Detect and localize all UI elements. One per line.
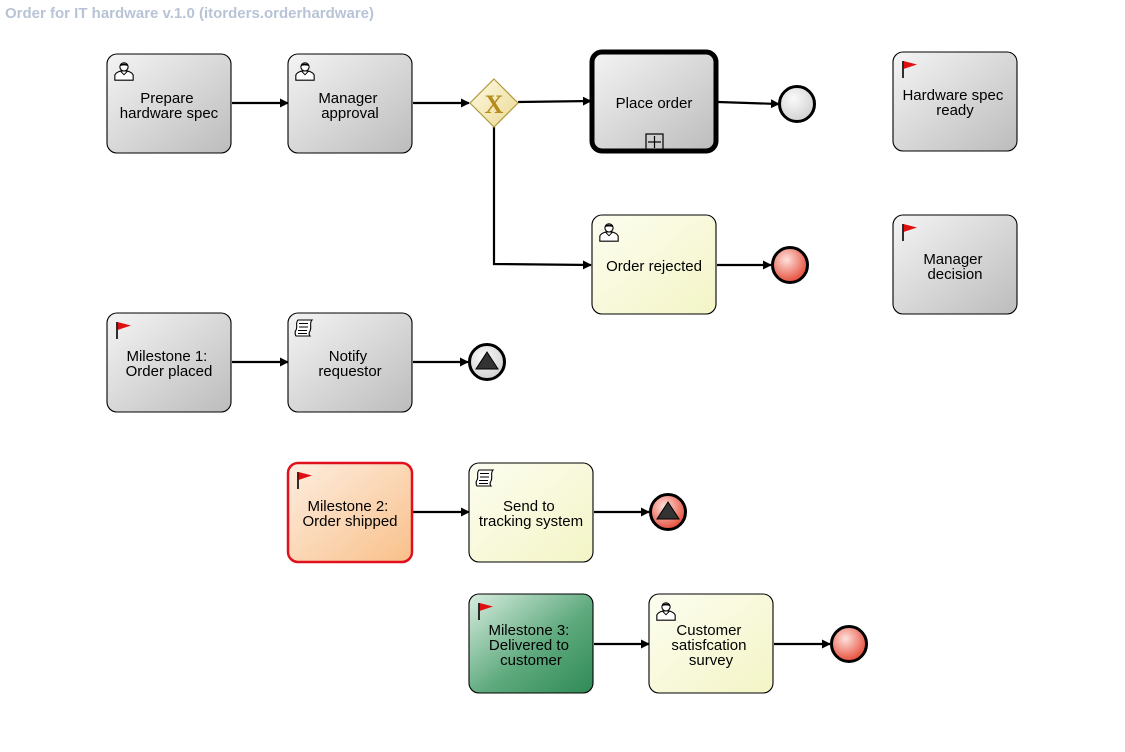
task-label-line: survey: [689, 652, 734, 669]
svg-text:Milestone 3: Delivered t: Milestone 3: Delivered to customer: [488, 622, 573, 669]
task-label-line: Place order: [616, 95, 693, 112]
flow-gateway-to-rejected[interactable]: [492, 127, 592, 270]
task-label-line: ready: [936, 102, 974, 119]
task-label-line: Manager: [318, 90, 377, 107]
diagram-title: Order for IT hardware v.1.0 (itorders.or…: [5, 5, 374, 22]
svg-text:Milestone 2: Order shipp: Milestone 2: Order shipped: [302, 498, 397, 530]
end-event-red[interactable]: [830, 625, 868, 663]
task-label-line: Prepare: [140, 90, 193, 107]
milestone-2-order-shipped[interactable]: Milestone 2: Order shipped: [286, 461, 414, 564]
milestone-manager-decision[interactable]: Manager decision: [892, 214, 1018, 315]
script-task-notify-requestor[interactable]: Notify requestor: [287, 312, 413, 413]
task-label-line: Delivered to: [489, 637, 569, 654]
escalation-icon: [475, 351, 499, 370]
task-label-line: Customer: [676, 622, 741, 639]
task-label-line: Manager: [923, 251, 982, 268]
exclusive-gateway[interactable]: X: [469, 78, 519, 128]
task-label-line: Order placed: [126, 363, 213, 380]
task-label-line: Hardware spec: [902, 87, 1003, 104]
svg-text:Notify requestor: Notify requestor: [318, 348, 381, 380]
task-label-line: Order shipped: [302, 513, 397, 530]
milestone-hardware-spec-ready[interactable]: Hardware spec ready: [892, 51, 1018, 152]
escalation-end-event-gray[interactable]: [468, 343, 506, 381]
script-icon: [475, 469, 494, 487]
end-event-gray[interactable]: [778, 85, 816, 123]
task-label-line: Notify: [329, 348, 368, 365]
flow-place-order-to-end[interactable]: [717, 99, 780, 109]
task-label-line: Order rejected: [606, 258, 702, 275]
script-icon: [294, 319, 313, 337]
task-label-line: decision: [927, 266, 982, 283]
svg-text:Milestone 1: Order place: Milestone 1: Order placed: [126, 348, 213, 380]
task-label-line: approval: [321, 105, 379, 122]
task-label-line: customer: [500, 652, 562, 669]
task-label-line: Send to: [503, 498, 555, 515]
escalation-icon: [656, 501, 680, 520]
script-task-send-to-tracking[interactable]: Send to tracking system: [468, 462, 594, 563]
task-label-line: Milestone 2:: [307, 498, 388, 515]
task-label-line: Milestone 3:: [488, 622, 569, 639]
svg-text:Prepare hardware spec: Prepare hardware spec: [120, 90, 219, 122]
svg-text:Hardware spec ready: Hardware spec ready: [902, 87, 1007, 119]
exclusive-gateway-icon: X: [485, 90, 504, 119]
task-manager-approval[interactable]: Manager approval: [287, 53, 413, 154]
task-prepare-hardware-spec[interactable]: Prepare hardware spec: [106, 53, 232, 154]
svg-text:Manager approval: Manager approval: [318, 90, 381, 122]
subprocess-marker-icon: [645, 133, 664, 151]
task-label-line: satisfcation: [671, 637, 746, 654]
task-label-line: tracking system: [479, 513, 583, 530]
task-label-line: Milestone 1:: [126, 348, 207, 365]
task-order-rejected[interactable]: Order rejected: [591, 214, 717, 315]
subprocess-place-order[interactable]: Place order: [589, 49, 719, 154]
svg-text:Customer satisfcation: Customer satisfcation survey: [671, 622, 750, 669]
end-event-red[interactable]: [771, 246, 809, 284]
milestone-3-delivered[interactable]: Milestone 3: Delivered to customer: [468, 593, 594, 694]
escalation-end-event-red[interactable]: [649, 493, 687, 531]
flow-gateway-to-place-order[interactable]: [517, 96, 592, 106]
milestone-1-order-placed[interactable]: Milestone 1: Order placed: [106, 312, 232, 413]
svg-text:Order rejected: Order rejected: [606, 258, 702, 275]
svg-text:Place order: Place order: [616, 95, 693, 112]
task-label-line: requestor: [318, 363, 381, 380]
task-customer-satisfaction-survey[interactable]: Customer satisfcation survey: [648, 593, 774, 694]
svg-text:Send to tracking system: Send to tracking system: [479, 498, 583, 530]
task-label-line: hardware spec: [120, 105, 219, 122]
svg-text:Manager decision: Manager decision: [923, 251, 986, 283]
sequence-flows: [232, 96, 831, 649]
